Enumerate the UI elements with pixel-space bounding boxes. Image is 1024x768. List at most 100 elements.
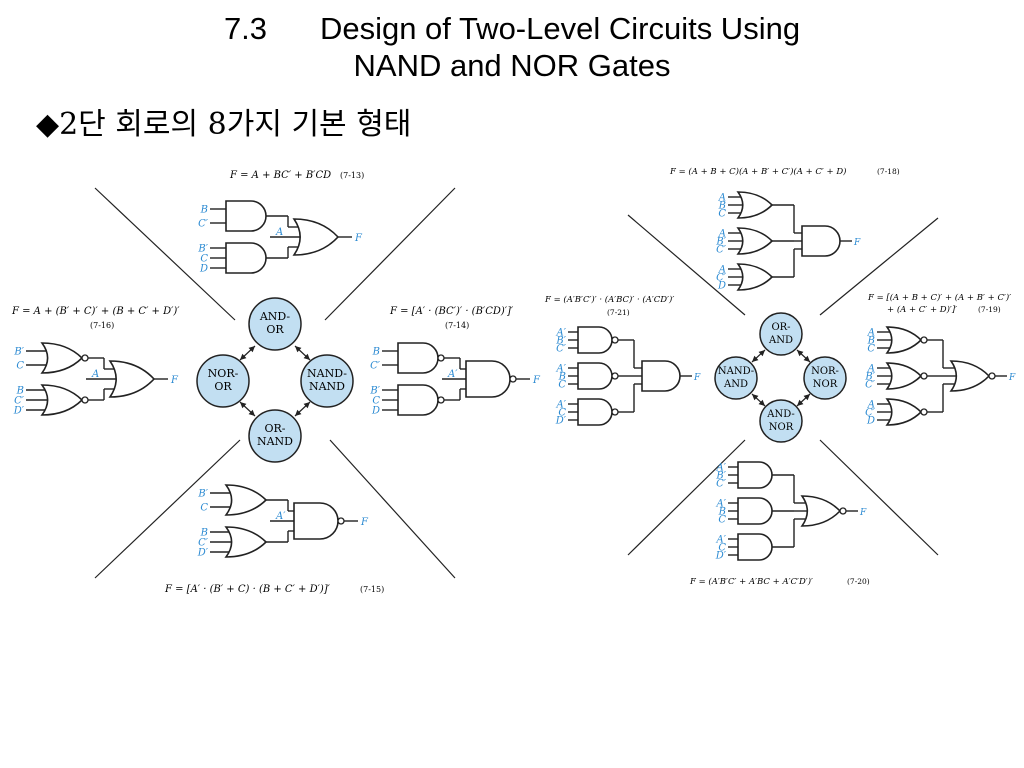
arrow-head [248, 409, 255, 416]
inversion-bubble [839, 507, 847, 515]
input-label: C′ [198, 538, 209, 549]
input-label: C [867, 344, 875, 355]
bullet-text: 2단 회로의 8가지 기본 형태 [59, 107, 412, 142]
arrow-head [248, 346, 255, 353]
title-line-2: NAND and NOR Gates [353, 48, 671, 83]
arrow-head [295, 409, 302, 416]
input-label: D′ [13, 406, 25, 417]
diamond-bullet-icon: ◆ [36, 107, 60, 142]
hub-and-or [248, 297, 302, 351]
inversion-bubble [509, 375, 517, 383]
equation-number: (7-21) [607, 308, 630, 317]
first-level-gate [737, 497, 773, 525]
first-level-gate [737, 461, 773, 489]
output-label: F [354, 233, 363, 244]
input-label: C′ [716, 245, 727, 256]
arrow-head [803, 394, 810, 401]
separator-line [94, 439, 241, 579]
equation-7-20: F = (A′B′C′ + A′BC + A′C′D′)′ [689, 576, 813, 587]
input-label: B′ [715, 237, 726, 248]
hub-nand-nand-label: NAND-NAND [307, 367, 347, 393]
equation-number: (7-15) [360, 585, 384, 594]
input-label: D′ [555, 416, 567, 427]
second-level-gate [949, 360, 991, 392]
inversion-bubble [920, 336, 928, 344]
input-label: C [200, 503, 208, 514]
output-label: F [360, 517, 369, 528]
first-level-gate [885, 362, 923, 390]
input-label: A [867, 364, 875, 375]
equation-number: (7-19) [978, 305, 1001, 314]
input-label: C′ [370, 361, 381, 372]
output-label: F [853, 238, 861, 248]
separator-line [627, 439, 746, 556]
first-level-gate [885, 326, 923, 354]
inversion-bubble [337, 517, 345, 525]
first-level-gate [577, 362, 613, 390]
hub-or-and [759, 312, 803, 356]
input-label: B′ [197, 489, 208, 500]
equation-7-15: F = [A′ · (B′ + C) · (B + C′ + D′)]′ [164, 584, 331, 595]
hub-nor-nor [803, 356, 847, 400]
input-label: A [718, 193, 726, 204]
hub-nand-and-label: NAND-AND [718, 366, 754, 390]
inversion-bubble [988, 372, 996, 380]
second-level-gate [108, 360, 156, 398]
first-level-gate [885, 398, 923, 426]
first-level-gate [397, 342, 439, 374]
input-label: B [718, 201, 726, 212]
hub-or-nand-label: OR-NAND [257, 422, 293, 448]
input-label: B′ [13, 347, 24, 358]
first-level-gate [397, 384, 439, 416]
input-label: B [16, 386, 24, 397]
arrow-head [752, 355, 759, 362]
input-label: B′ [864, 372, 875, 383]
input-label: B′ [715, 471, 726, 482]
hub-or-and-label: OR-AND [768, 322, 793, 346]
arrow-head [797, 350, 804, 357]
input-label: C′ [14, 396, 25, 407]
inversion-bubble [920, 372, 928, 380]
input-label: B′ [369, 386, 380, 397]
input-label: B [200, 205, 208, 216]
hub-nor-nor-label: NOR-NOR [811, 366, 839, 390]
hub-and-nor-label: AND-NOR [766, 409, 795, 433]
input-label: A [867, 328, 875, 339]
separator-line [324, 187, 456, 321]
hub-or-nand [248, 409, 302, 463]
output-label: F [693, 373, 701, 383]
input-label: C [718, 209, 726, 220]
first-level-gate [224, 526, 268, 558]
hub-nand-nand [300, 354, 354, 408]
hub-and-nor [759, 399, 803, 443]
input-label: B [867, 336, 875, 347]
inversion-bubble [437, 354, 445, 362]
separator-line [94, 187, 236, 321]
inversion-bubble [437, 396, 445, 404]
first-level-gate [224, 484, 268, 516]
input-label: C [718, 543, 726, 554]
input-label: D [199, 264, 208, 275]
first-level-gate [736, 191, 774, 219]
equation-number: (7-13) [340, 171, 364, 180]
input-label: C [558, 408, 566, 419]
second-level-gate [641, 360, 681, 392]
first-level-gate [577, 326, 613, 354]
mid-input-label: A [275, 227, 283, 238]
input-label: A [867, 400, 875, 411]
mid-input-label: A [91, 369, 99, 380]
arrow-head [797, 399, 804, 406]
equation-number: (7-14) [445, 321, 469, 330]
input-label: C [16, 361, 24, 372]
input-label: C [200, 254, 208, 265]
input-label: A′ [716, 463, 727, 474]
first-level-gate [736, 263, 774, 291]
inversion-bubble [81, 396, 89, 404]
input-label: C′ [865, 408, 876, 419]
input-label: C′ [198, 219, 209, 230]
input-label: C′ [556, 344, 567, 355]
hub-nor-or [196, 354, 250, 408]
second-level-gate [801, 225, 841, 257]
